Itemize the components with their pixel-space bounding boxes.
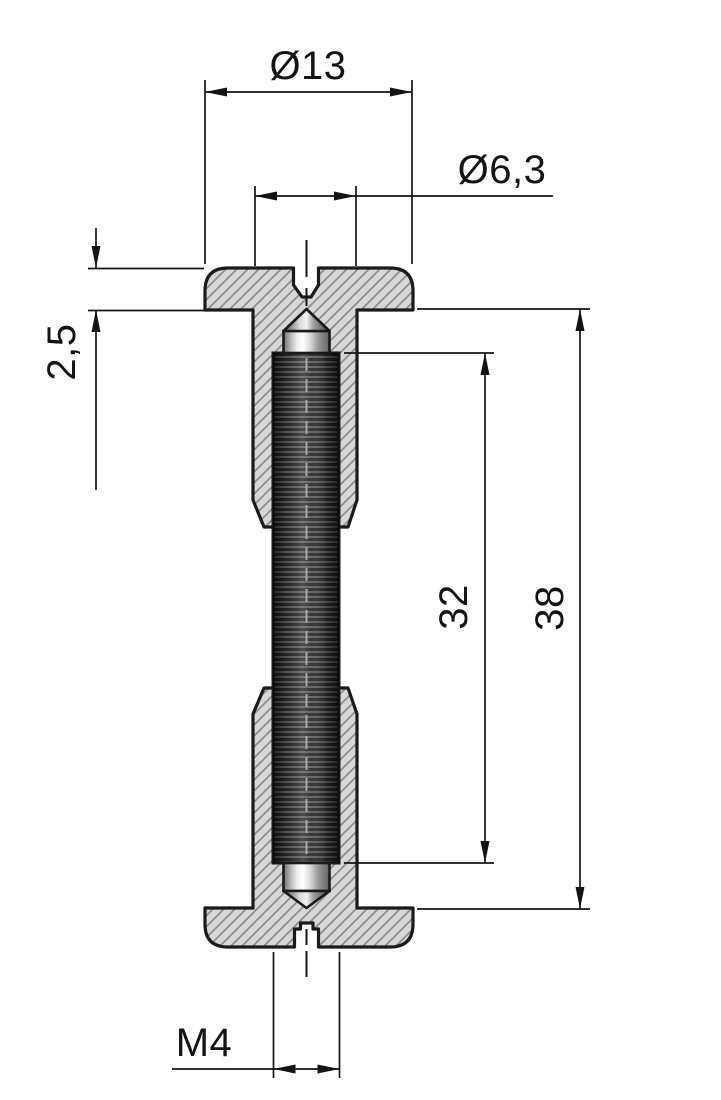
dimension-overall-length: 38 [417,308,590,910]
screw-tip-bottom [282,861,331,910]
arrowhead [317,1064,340,1074]
arrowhead [480,841,490,863]
dim-label-thread-length: 32 [432,584,476,630]
dimension-head-diameter: Ø13 [204,44,413,264]
dim-label-head-diameter: Ø13 [269,44,346,88]
arrowhead [575,887,585,909]
arrowhead [273,1064,296,1074]
dim-label-shaft-diameter: Ø6,3 [458,148,547,192]
dim-label-head-thickness: 2,5 [40,323,84,380]
screw-tip-top [282,307,331,355]
arrowhead [334,191,356,201]
dimension-shaft-diameter: Ø6,3 [254,148,553,266]
arrowhead [575,309,585,331]
dimension-thread-designation: M4 [172,952,341,1078]
dimension-thread-length: 32 [344,352,494,864]
arrowhead [205,87,227,97]
arrowhead [390,87,412,97]
arrowhead [255,191,277,201]
threaded-rod [271,351,341,865]
arrowhead [91,310,101,332]
dimension-head-thickness: 2,5 [40,228,204,490]
arrowhead [91,246,101,268]
dim-label-thread-designation: M4 [176,1021,233,1065]
dim-label-overall-length: 38 [528,585,572,631]
arrowhead [480,353,490,375]
